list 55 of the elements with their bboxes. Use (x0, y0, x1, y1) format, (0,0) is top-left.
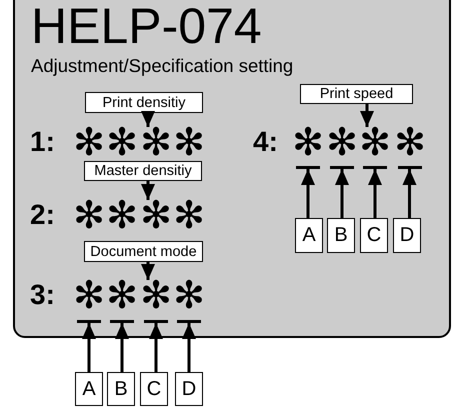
asterisk-digit: ✻ (173, 200, 205, 230)
arrow (82, 323, 96, 372)
asterisk-digit: ✻ (326, 127, 358, 157)
arrow (301, 169, 315, 218)
row-number: 2: (30, 200, 55, 230)
screen-title: HELP-074 (31, 1, 262, 51)
underline-bar (398, 166, 422, 169)
letter-box: D (175, 372, 203, 406)
arrow (368, 169, 382, 218)
underline-bar (177, 320, 201, 323)
asterisk-digit: ✻ (106, 200, 138, 230)
letter-box: D (393, 218, 421, 253)
arrow (335, 169, 349, 218)
arrow (115, 323, 129, 372)
arrow (360, 104, 374, 127)
asterisk-digit: ✻ (140, 280, 172, 310)
asterisk-digit: ✻ (173, 127, 205, 157)
asterisk-digit: ✻ (106, 280, 138, 310)
letter-box: A (295, 218, 323, 253)
asterisk-digit: ✻ (73, 280, 105, 310)
asterisk-digit: ✻ (292, 127, 324, 157)
arrow (402, 169, 416, 218)
setting-label: Master densitiy (84, 161, 202, 181)
asterisk-digit: ✻ (106, 127, 138, 157)
underline-bar (110, 320, 134, 323)
row-number: 1: (30, 127, 55, 157)
arrow (149, 323, 163, 372)
arrow (141, 111, 155, 127)
asterisk-digit: ✻ (140, 200, 172, 230)
setting-label: Print speed (300, 84, 413, 104)
asterisk-digit: ✻ (359, 127, 391, 157)
asterisk-digit: ✻ (73, 200, 105, 230)
setting-label: Print densitiy (85, 92, 203, 113)
asterisk-digit: ✻ (173, 280, 205, 310)
underline-bar (330, 166, 354, 169)
arrow (141, 181, 155, 200)
row-number: 4: (253, 127, 278, 157)
row-number: 3: (30, 280, 55, 310)
arrow (141, 262, 155, 280)
letter-box: B (327, 218, 355, 253)
underline-bar (296, 166, 320, 169)
asterisk-digit: ✻ (73, 127, 105, 157)
asterisk-digit: ✻ (140, 127, 172, 157)
letter-box: B (107, 372, 135, 406)
letter-box: C (360, 218, 388, 253)
asterisk-digit: ✻ (394, 127, 426, 157)
letter-box: A (75, 372, 103, 406)
display-panel (13, 0, 451, 338)
underline-bar (77, 320, 101, 323)
screen-subtitle: Adjustment/Specification setting (31, 57, 294, 76)
setting-label: Document mode (84, 241, 203, 262)
underline-bar (363, 166, 387, 169)
arrow (182, 323, 196, 372)
letter-box: C (140, 372, 168, 406)
underline-bar (144, 320, 168, 323)
